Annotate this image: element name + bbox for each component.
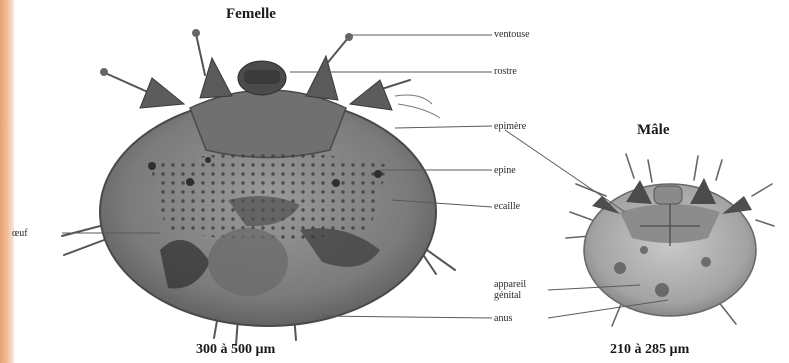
female-size-caption: 300 à 500 µm bbox=[196, 342, 275, 358]
female-mite bbox=[62, 29, 455, 345]
female-title: Femelle bbox=[226, 6, 276, 23]
label-appareil: appareil bbox=[494, 279, 526, 290]
label-ventouse: ventouse bbox=[494, 29, 530, 40]
label-epine: epine bbox=[494, 165, 516, 176]
male-mite bbox=[566, 154, 774, 326]
label-genital: génital bbox=[494, 290, 521, 301]
label-oeuf: œuf bbox=[12, 228, 28, 239]
label-rostre: rostre bbox=[494, 66, 517, 77]
male-size-caption: 210 à 285 µm bbox=[610, 342, 689, 358]
label-epimere: epimère bbox=[494, 121, 526, 132]
label-anus: anus bbox=[494, 313, 512, 324]
label-ecaille: ecaille bbox=[494, 201, 520, 212]
male-title: Mâle bbox=[637, 122, 669, 139]
